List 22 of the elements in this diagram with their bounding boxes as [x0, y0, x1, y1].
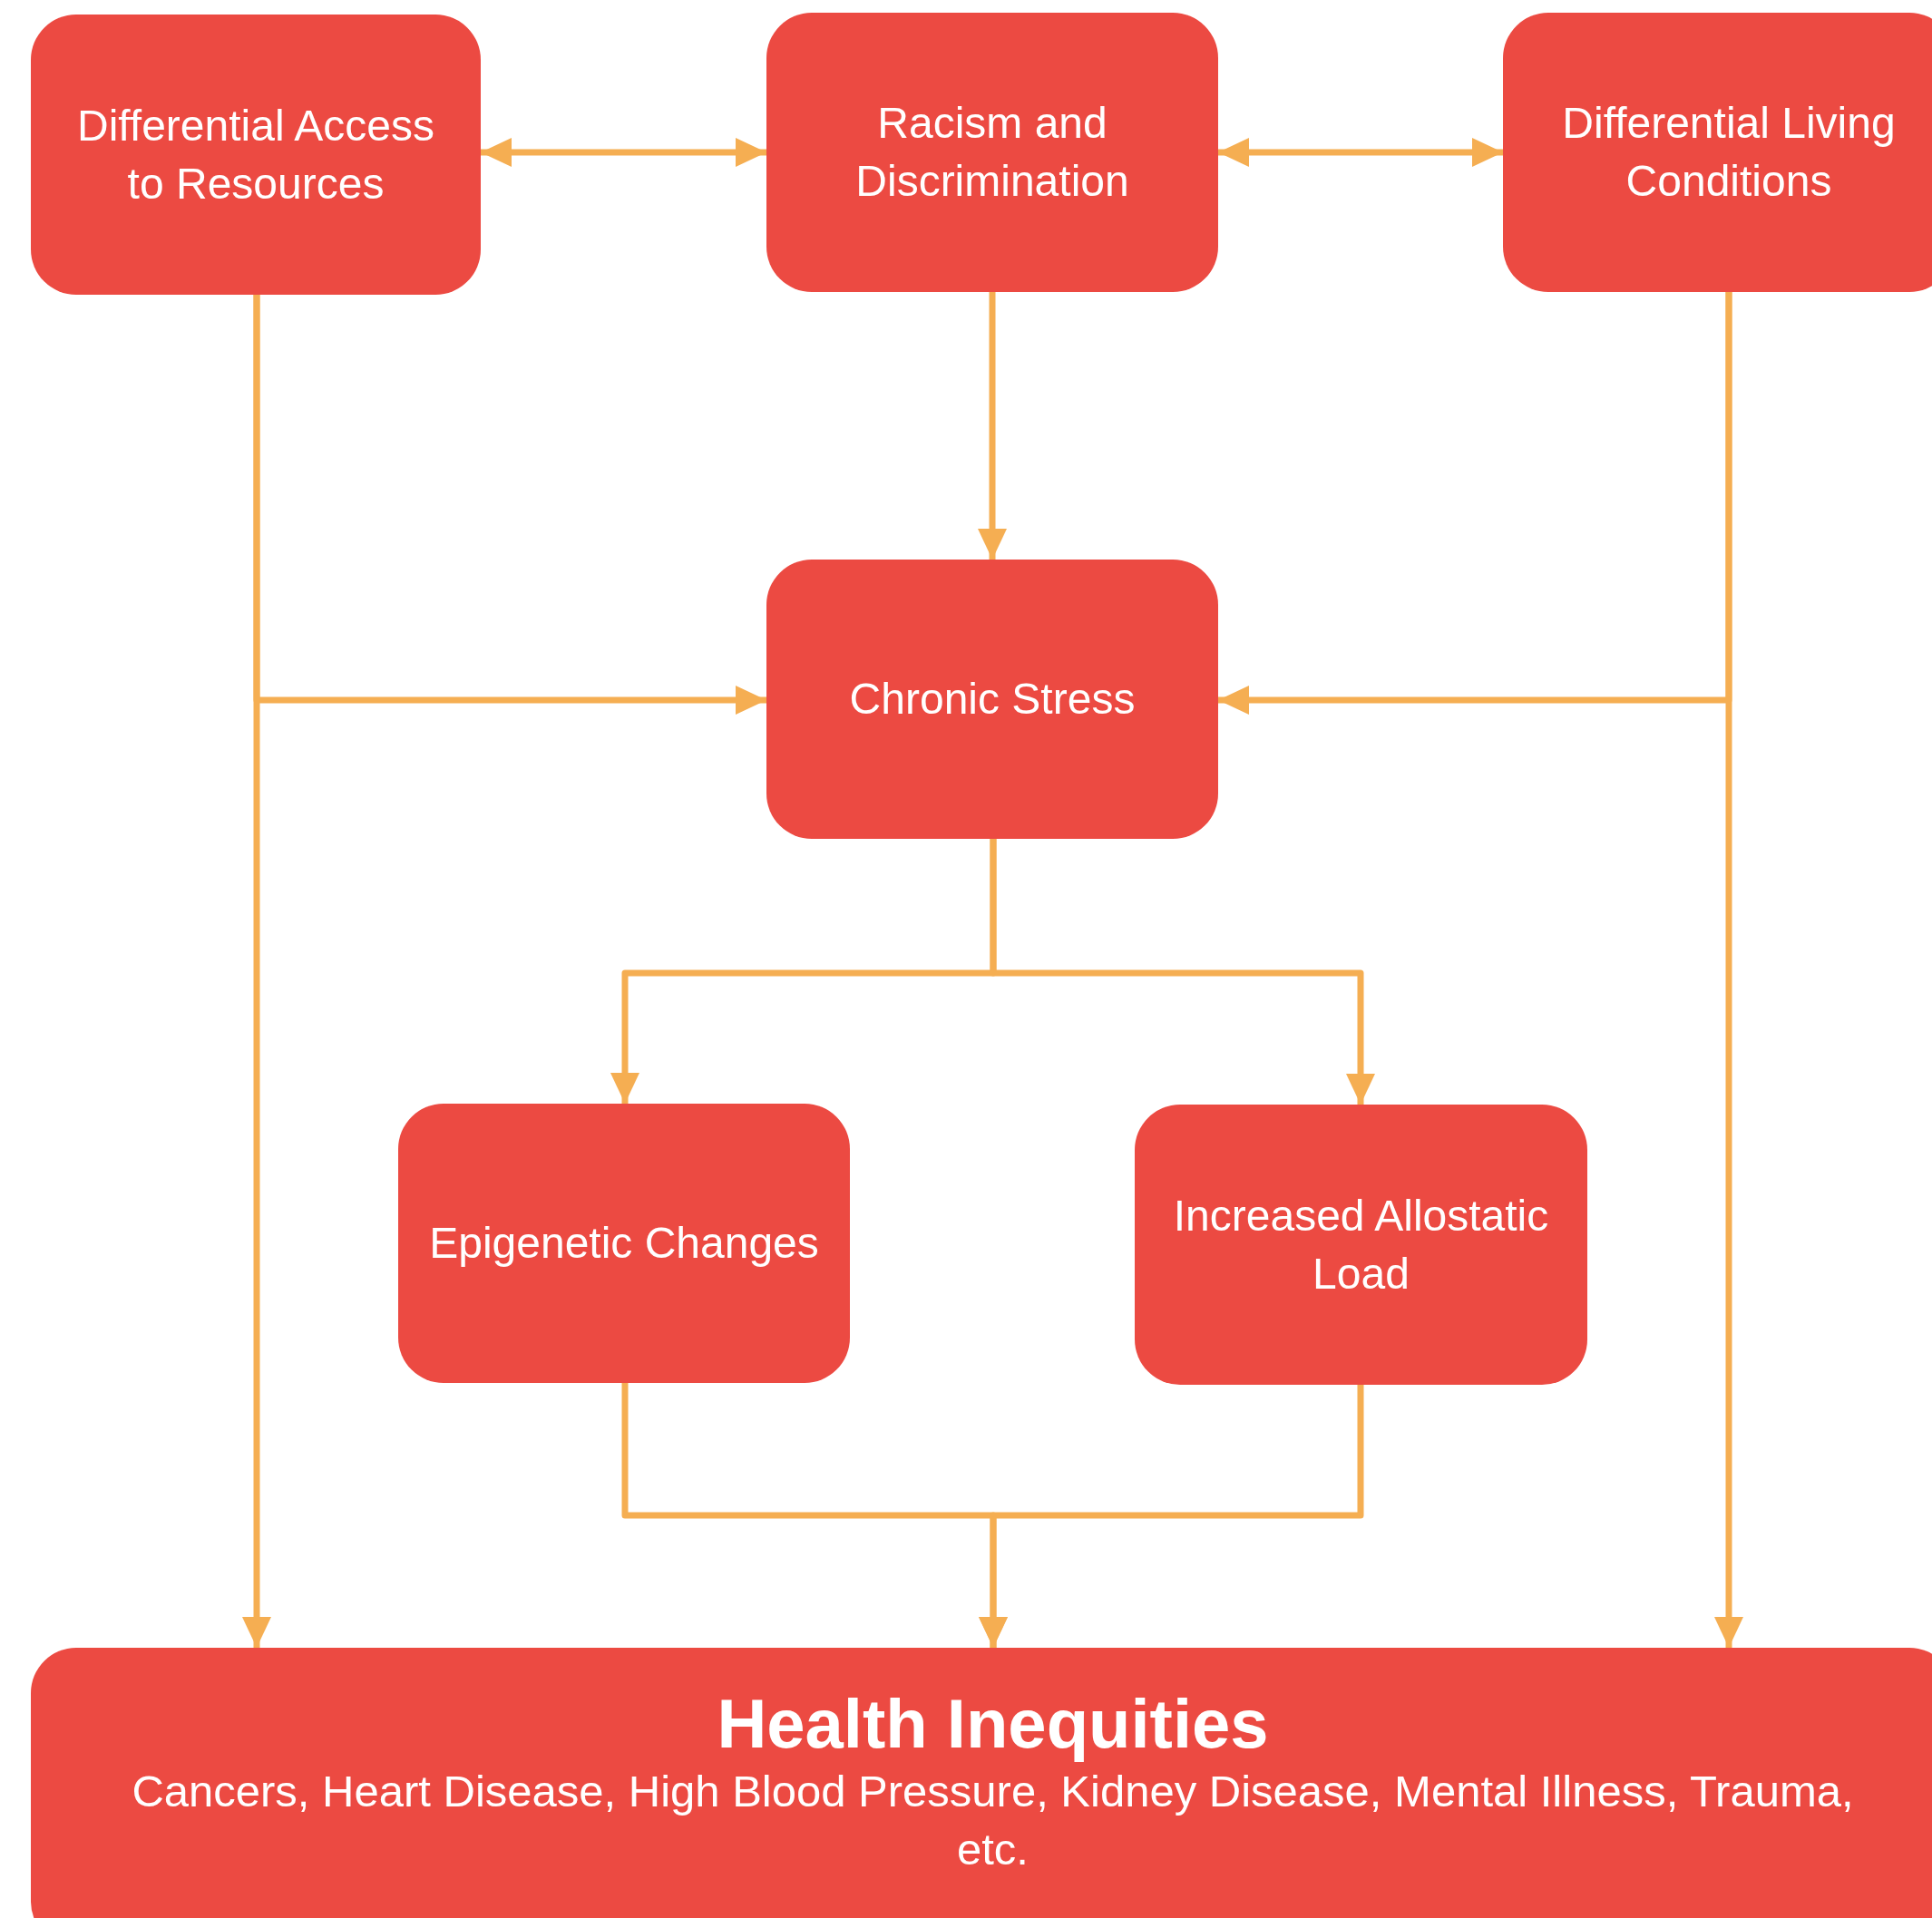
process-box: [1503, 13, 1932, 292]
arrow: [978, 292, 1007, 560]
box-label: Differential Living Conditions: [1561, 98, 1897, 207]
arrow: [242, 295, 271, 1648]
process-box: [766, 13, 1218, 292]
box-description: Cancers, Heart Disease, High Blood Pressure, Kidney Disease, Mental Illness, Trauma, etc.: [131, 1766, 1855, 1876]
process-box: [31, 15, 481, 295]
outcome-box: [31, 1648, 1932, 1918]
arrow: [1714, 292, 1743, 1648]
process-box: [766, 560, 1218, 839]
arrow: [1218, 138, 1503, 167]
box-title: Health Inequities: [717, 1684, 1269, 1764]
process-box: [1135, 1105, 1587, 1385]
process-box: [398, 1104, 850, 1383]
arrow: [990, 839, 1375, 1105]
box-label: Increased Allostatic Load: [1172, 1190, 1550, 1300]
arrow: [481, 138, 766, 167]
arrow: [979, 1385, 1364, 1648]
box-label: Differential Access to Resources: [76, 100, 435, 209]
box-label: Epigenetic Changes: [429, 1218, 819, 1270]
box-label: Racism and Discrimination: [854, 98, 1130, 207]
box-label: Chronic Stress: [849, 674, 1136, 725]
